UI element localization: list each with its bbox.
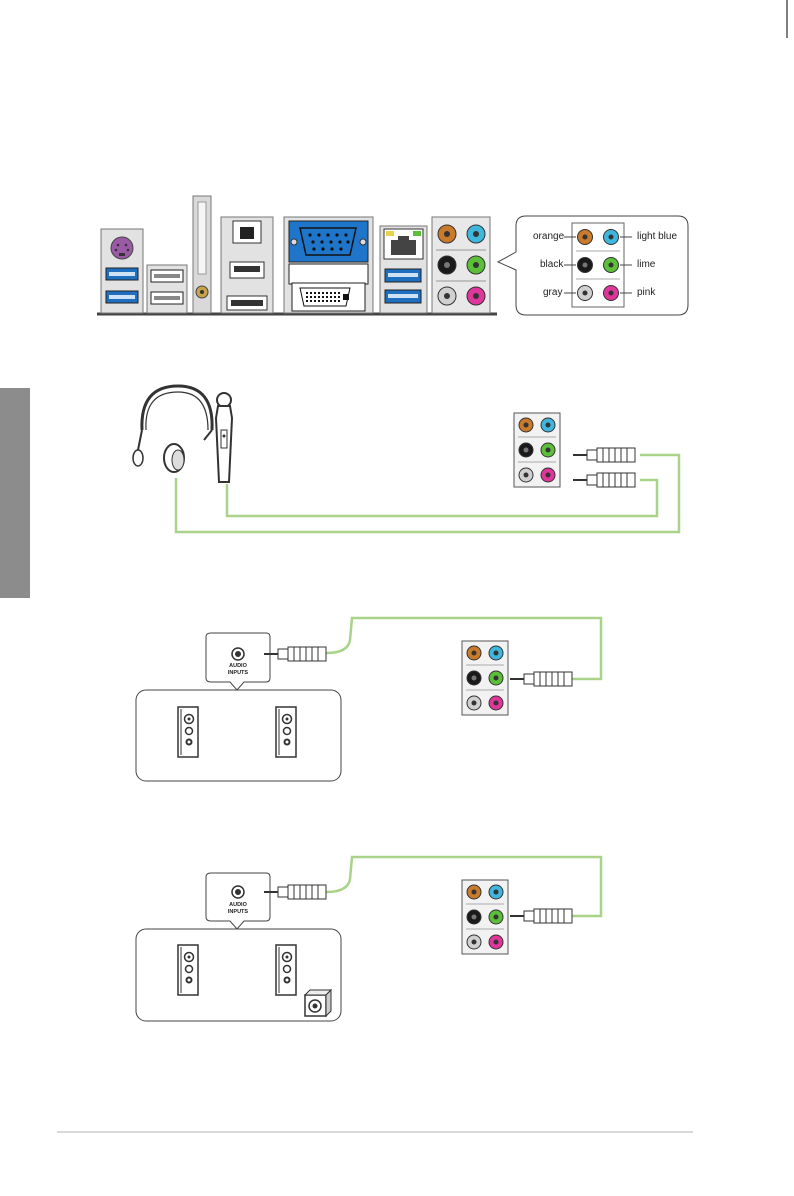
audio-inputs-label-2: AUDIO INPUTS — [218, 902, 258, 915]
two-channel-speaker-diagram — [136, 618, 601, 781]
legend-label-orange: orange — [533, 231, 564, 243]
legend-label-pink: pink — [637, 287, 655, 299]
legend-label-light-blue: light blue — [637, 231, 677, 243]
legend-label-lime: lime — [637, 259, 655, 271]
audio-inputs-line1: AUDIO — [229, 902, 247, 908]
legend-label-black: black — [540, 259, 563, 271]
footer-divider — [57, 1131, 693, 1133]
audio-inputs-label-1: AUDIO INPUTS — [218, 663, 258, 676]
headphone-mic-diagram — [133, 386, 679, 532]
two-point-one-channel-speaker-diagram — [136, 857, 601, 1021]
rear-io-panel — [97, 196, 497, 314]
audio-inputs-line1: AUDIO — [229, 663, 247, 669]
audio-inputs-line2: INPUTS — [228, 909, 248, 915]
audio-inputs-line2: INPUTS — [228, 670, 248, 676]
legend-label-gray: gray — [543, 287, 562, 299]
